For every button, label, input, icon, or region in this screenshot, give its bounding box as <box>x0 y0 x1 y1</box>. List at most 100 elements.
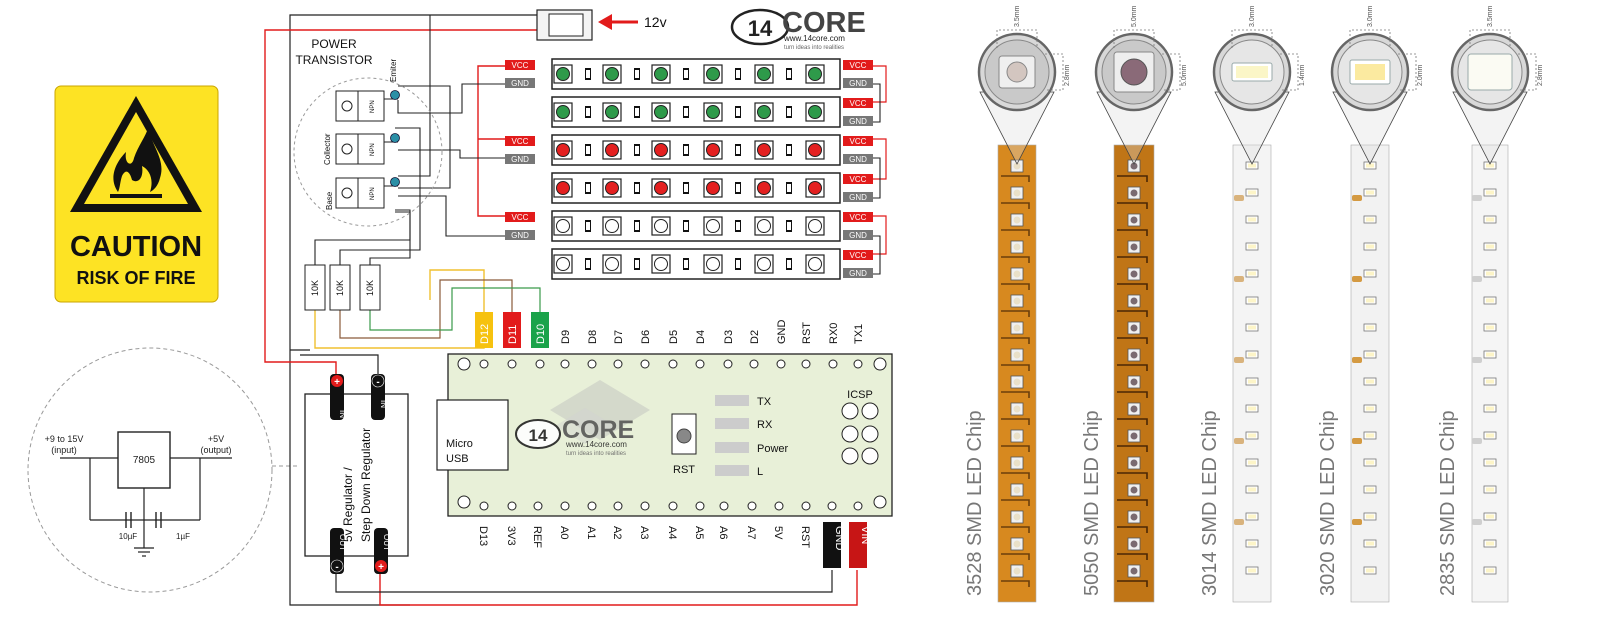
strip-led <box>703 216 723 236</box>
regulator-title-2: Step Down Regulator <box>359 428 373 542</box>
vcc-pin-label: VCC <box>850 137 867 146</box>
vcc-pin <box>843 60 873 70</box>
strip-led <box>602 216 622 236</box>
strip-led <box>805 254 825 274</box>
caution-sign: CAUTION RISK OF FIRE <box>54 85 219 303</box>
svg-text:D10: D10 <box>535 324 547 344</box>
chip-height-label: 2.0mm <box>1417 64 1424 86</box>
strip-led <box>754 216 774 236</box>
icsp-pin <box>841 402 859 420</box>
svg-text:+: + <box>378 562 384 573</box>
board-pin-d9[interactable]: D9 <box>560 330 572 344</box>
svg-text:NPN: NPN <box>370 187 376 200</box>
strip-led <box>553 178 573 198</box>
svg-text:RST: RST <box>801 322 813 344</box>
chip-type-label: 2835 SMD LED Chip <box>1437 410 1459 596</box>
board-pin-a7[interactable]: A7 <box>745 526 757 539</box>
chip-type-label: 3528 SMD LED Chip <box>964 410 986 596</box>
logo-number: 14 <box>748 16 773 41</box>
vcc-pin-label: VCC <box>850 251 867 260</box>
gnd-pin <box>505 230 535 240</box>
board-pin-a2[interactable]: A2 <box>611 526 623 539</box>
resistor-1: 10K <box>304 264 326 311</box>
strip-led <box>754 64 774 84</box>
strip-led <box>602 64 622 84</box>
strip-led <box>754 102 774 122</box>
svg-text:10K: 10K <box>365 280 375 296</box>
out-minus-label: OUT <box>338 534 347 551</box>
svg-text:A7: A7 <box>745 526 757 539</box>
board-pin-vin[interactable]: VIN <box>849 522 871 568</box>
board-pin-a3[interactable]: A3 <box>638 526 650 539</box>
caution-subtitle: RISK OF FIRE <box>76 268 195 288</box>
resistor-2: 10K <box>329 264 351 311</box>
board-pin-rst[interactable]: RST <box>799 526 811 548</box>
board-pin-rx0[interactable]: RX0 <box>828 323 840 344</box>
gnd-pin-label: GND <box>511 231 529 240</box>
svg-text:L: L <box>757 466 763 478</box>
svg-text:3V3: 3V3 <box>505 526 517 546</box>
board-pin-3v3[interactable]: 3V3 <box>505 526 517 546</box>
gnd-pin-label: GND <box>849 193 867 202</box>
board-pin-d12[interactable]: D12 <box>475 312 493 348</box>
regulator-output-label: +5V <box>208 434 224 444</box>
vcc-pin <box>505 136 535 146</box>
board-pin-a4[interactable]: A4 <box>666 526 678 539</box>
icsp-pin <box>861 447 879 465</box>
board-pin-gnd[interactable]: GND <box>776 320 788 345</box>
regulator-chip-label: 7805 <box>133 455 156 466</box>
board-pin-d6[interactable]: D6 <box>640 330 652 344</box>
chip-height-label: 1.4mm <box>1299 64 1306 86</box>
board-pin-gnd[interactable]: GND <box>823 522 845 568</box>
board-pin-d8[interactable]: D8 <box>587 330 599 344</box>
board-pin-d7[interactable]: D7 <box>613 330 625 344</box>
svg-text:A1: A1 <box>585 526 597 539</box>
vcc-pin-label: VCC <box>512 61 529 70</box>
gnd-pin <box>843 192 873 202</box>
svg-text:REF: REF <box>531 526 543 548</box>
board-pin-d3[interactable]: D3 <box>723 330 735 344</box>
vcc-pin <box>843 136 873 146</box>
strip-led <box>651 64 671 84</box>
svg-text:D6: D6 <box>640 330 652 344</box>
regulator-module: + IN - IN - OUT + OUT 5v Regulator / Ste… <box>304 374 409 574</box>
board-pin-d5[interactable]: D5 <box>668 330 680 344</box>
board-pin-a1[interactable]: A1 <box>585 526 597 539</box>
gnd-pin-label: GND <box>849 155 867 164</box>
board-pin-d13[interactable]: D13 <box>477 526 489 546</box>
board-pin-d10[interactable]: D10 <box>531 312 549 348</box>
board-pin-a5[interactable]: A5 <box>693 526 705 539</box>
svg-text:A2: A2 <box>611 526 623 539</box>
svg-text:D5: D5 <box>668 330 680 344</box>
svg-text:TX: TX <box>757 396 772 408</box>
board-pin-tx1[interactable]: TX1 <box>853 324 865 344</box>
svg-text:RX0: RX0 <box>828 323 840 344</box>
strip-led <box>805 102 825 122</box>
svg-text:D2: D2 <box>749 330 761 344</box>
board-pin-d11[interactable]: D11 <box>503 312 521 348</box>
svg-text:D4: D4 <box>695 330 707 344</box>
in-plus-label: IN <box>338 410 347 418</box>
svg-text:GND: GND <box>833 526 845 551</box>
arrow-left-icon <box>598 14 638 30</box>
icsp-pin <box>841 447 859 465</box>
svg-text:VIN: VIN <box>859 526 871 544</box>
strip-led <box>805 64 825 84</box>
board-pin-a0[interactable]: A0 <box>558 526 570 539</box>
vcc-pin <box>843 98 873 108</box>
board-pin-5v[interactable]: 5V <box>772 526 784 540</box>
board-pin-a6[interactable]: A6 <box>717 526 729 539</box>
svg-text:D8: D8 <box>587 330 599 344</box>
board-pin-rst[interactable]: RST <box>801 322 813 344</box>
vcc-pin-label: VCC <box>850 61 867 70</box>
board-pin-ref[interactable]: REF <box>531 526 543 548</box>
board-pin-d4[interactable]: D4 <box>695 330 707 344</box>
status-led-tx: TX <box>715 395 772 408</box>
board-pin-d2[interactable]: D2 <box>749 330 761 344</box>
